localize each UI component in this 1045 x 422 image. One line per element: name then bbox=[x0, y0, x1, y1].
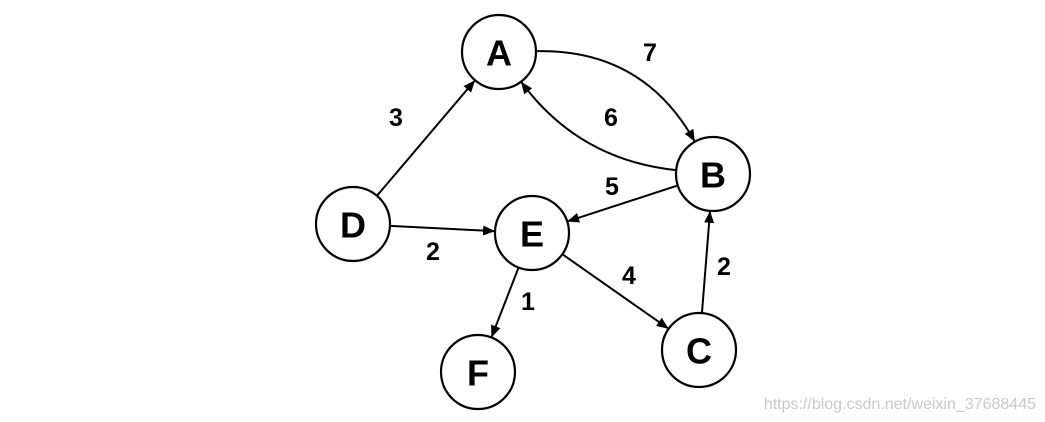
node-label: D bbox=[340, 205, 366, 246]
edge-e-to-f bbox=[490, 267, 520, 338]
edge-c-to-b bbox=[700, 210, 715, 314]
edge-d-to-a bbox=[376, 80, 476, 197]
node-circle bbox=[460, 13, 538, 91]
edge-weight-e-c: 4 bbox=[622, 262, 636, 290]
node-label: C bbox=[686, 331, 712, 372]
node-c: C bbox=[660, 311, 738, 389]
node-label: B bbox=[700, 155, 726, 196]
edge-a-to-b bbox=[535, 50, 696, 142]
node-a: A bbox=[460, 13, 538, 91]
edge-weight-c-b: 2 bbox=[717, 253, 731, 281]
node-label: E bbox=[520, 214, 544, 255]
node-label: A bbox=[486, 33, 512, 74]
node-circle bbox=[493, 194, 571, 272]
edge-e-to-c bbox=[561, 253, 669, 330]
edge-weight-d-a: 3 bbox=[389, 104, 403, 132]
node-circle bbox=[439, 333, 517, 411]
edge-b-to-a bbox=[520, 81, 677, 172]
node-circle bbox=[314, 185, 392, 263]
node-b: B bbox=[674, 135, 752, 213]
edge-b-to-e bbox=[567, 184, 679, 223]
node-circle bbox=[660, 311, 738, 389]
edges-layer bbox=[376, 50, 715, 338]
edge-weight-a-b: 7 bbox=[643, 39, 657, 67]
edge-weight-d-e: 2 bbox=[426, 238, 440, 266]
edge-weight-e-f: 1 bbox=[521, 288, 535, 316]
node-e: E bbox=[493, 194, 571, 272]
edge-weight-b-a: 6 bbox=[604, 104, 618, 132]
node-d: D bbox=[314, 185, 392, 263]
node-circle bbox=[674, 135, 752, 213]
node-f: F bbox=[439, 333, 517, 411]
edge-weight-b-e: 5 bbox=[605, 173, 619, 201]
edge-weights-layer: 7 6 3 2 5 4 2 1 bbox=[389, 39, 731, 316]
edge-d-to-e bbox=[389, 224, 496, 236]
node-label: F bbox=[467, 353, 489, 394]
nodes-layer: A B C D E F bbox=[314, 13, 752, 411]
watermark-text: https://blog.csdn.net/weixin_37688445 bbox=[763, 396, 1036, 413]
